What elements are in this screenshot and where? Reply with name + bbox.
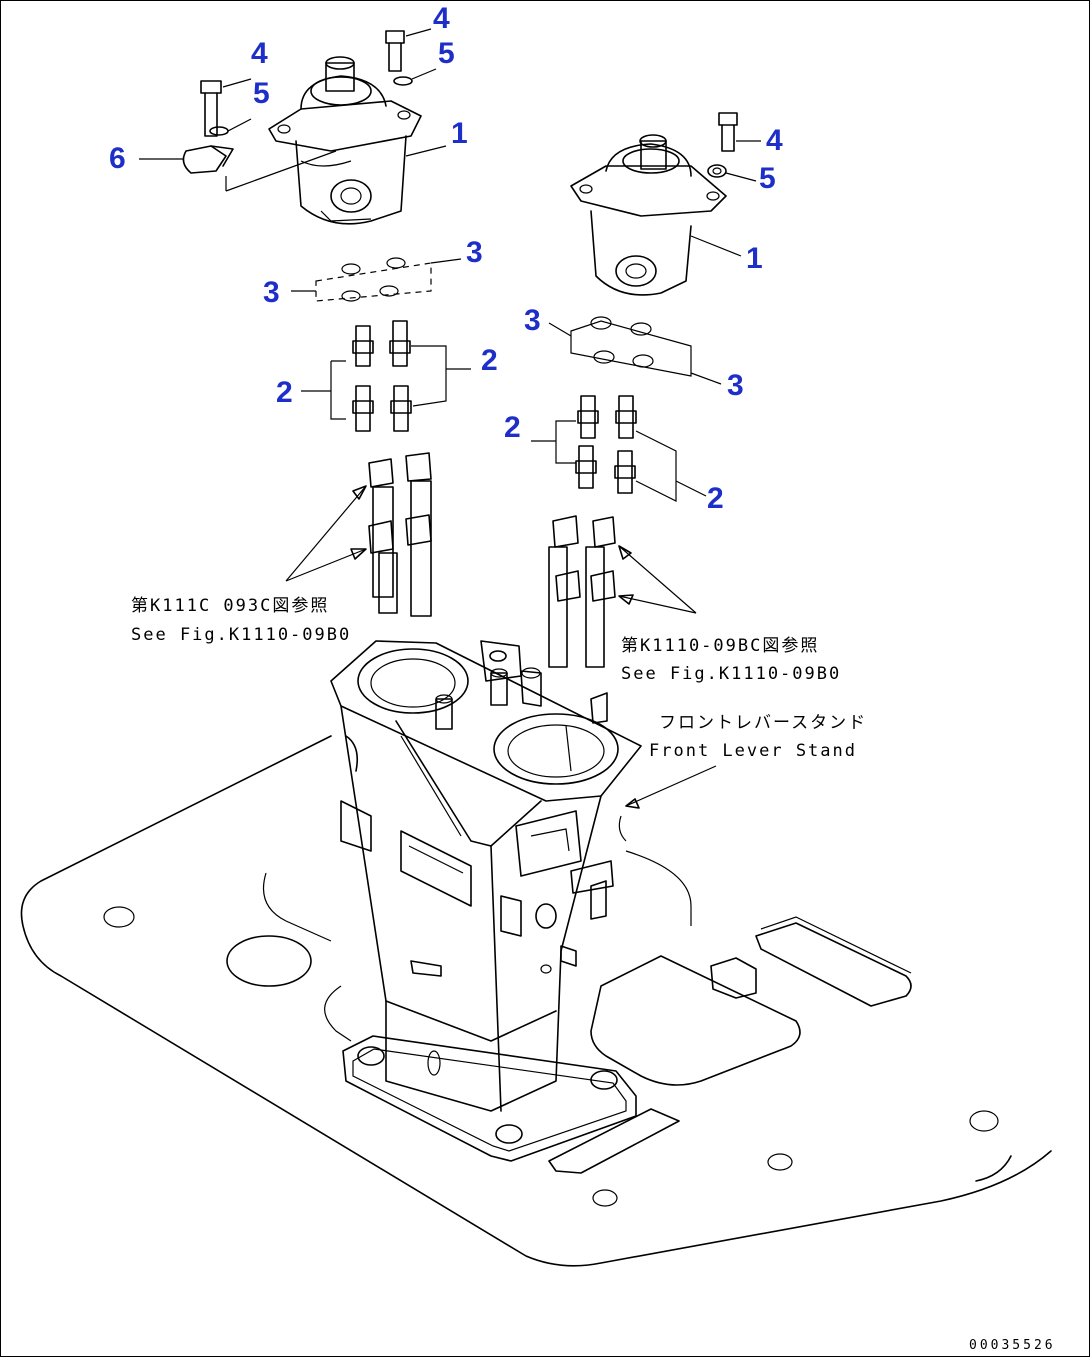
callout-left-bolt-a: 4 [251, 37, 268, 70]
o-ring-seals [291, 257, 722, 385]
callout-right-elbow-r: 2 [707, 482, 724, 515]
callout-right-bolt: 4 [766, 124, 783, 157]
callout-right-valve: 1 [746, 242, 763, 275]
hose-fittings [285, 452, 717, 809]
stand-base-plate [342, 1035, 637, 1162]
callout-left-washer-a: 5 [253, 77, 270, 110]
callout-left-seal-r: 3 [466, 236, 483, 269]
callout-right-seal-r: 3 [727, 369, 744, 402]
right-ppc-valve [570, 134, 742, 296]
callout-left-seal-l: 3 [263, 276, 280, 309]
bolts-washers-clip [139, 28, 761, 192]
front-lever-stand [330, 640, 642, 1112]
callout-left-elbow-l: 2 [276, 376, 293, 409]
reference-note-right-jp: 第K1110-09BC図参照 [621, 636, 820, 656]
elbow-fittings [301, 320, 707, 502]
reference-note-right-en: See Fig.K1110-09B0 [621, 664, 842, 684]
stand-label-en: Front Lever Stand [649, 741, 857, 761]
left-ppc-valve [268, 56, 447, 225]
callout-left-bolt-b: 4 [433, 2, 450, 35]
callout-right-elbow-l: 2 [504, 411, 521, 444]
reference-note-left-jp: 第K111C 093C図参照 [131, 596, 330, 616]
callout-left-washer-b: 5 [438, 37, 455, 70]
callout-left-elbow-r: 2 [481, 344, 498, 377]
callout-clip: 6 [109, 142, 126, 175]
callout-left-valve: 1 [451, 117, 468, 150]
floor-plate [20, 735, 1052, 1267]
callout-right-washer: 5 [759, 162, 776, 195]
callout-right-seal-l: 3 [524, 304, 541, 337]
drawing-code: 00035526 [969, 1338, 1056, 1353]
reference-note-left-en: See Fig.K1110-09B0 [131, 625, 352, 645]
stand-label-jp: フロントレバースタンド [659, 713, 868, 733]
